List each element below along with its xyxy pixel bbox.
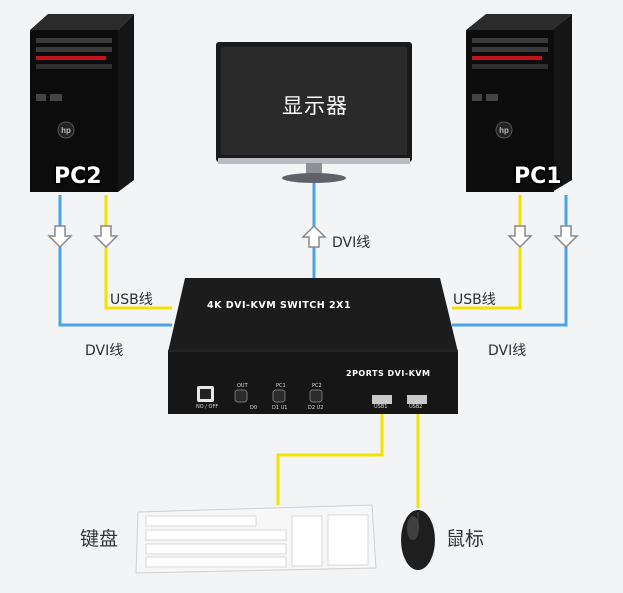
mouse-label: 鼠标 [446,528,485,550]
usb-cable-keyboard [276,410,384,505]
svg-text:hp: hp [61,126,71,135]
usb-right-cable-label: USB线 [453,292,496,308]
arrow-up-icon [301,224,327,248]
arrow-down-icon [507,225,533,249]
monitor-label: 显示器 [282,94,348,118]
keyboard-label: 键盘 [80,528,119,550]
usb2-port-label: USB2 [409,404,423,410]
device-title: 4K DVI-KVM SWITCH 2X1 [207,300,352,311]
kvm-switch-device [168,278,458,414]
arrow-down-icon [93,225,119,249]
direction-arrows [47,224,579,249]
pc2-label: PC2 [54,164,102,189]
pc1-ports-label: D1 U1 [272,405,288,411]
dvi-left-cable-label: DVI线 [85,343,124,359]
mouse [401,510,435,570]
svg-text:hp: hp [499,126,509,135]
dvi-right-cable-label: DVI线 [488,343,527,359]
out-label: OUT [237,383,248,389]
pc2-tower: hp [30,14,134,192]
arrow-down-icon [553,225,579,249]
out-ports-label: D0 [250,405,258,411]
keyboard [135,504,377,574]
arrow-down-icon [47,225,73,249]
usb-left-cable-label: USB线 [110,292,153,308]
pc1-tower: hp [466,14,572,192]
pc1-label: PC1 [514,164,562,189]
power-label: NO / OFF [196,404,219,410]
usb1-port-label: USB1 [374,404,388,410]
pc1-button-label: PC1 [276,383,286,389]
monitor [216,42,412,183]
device-model: 2PORTS DVI-KVM [346,369,431,378]
pc2-button-label: PC2 [312,383,322,389]
dvi-monitor-cable-label: DVI线 [332,235,371,251]
pc2-ports-label: D2 U2 [308,405,324,411]
